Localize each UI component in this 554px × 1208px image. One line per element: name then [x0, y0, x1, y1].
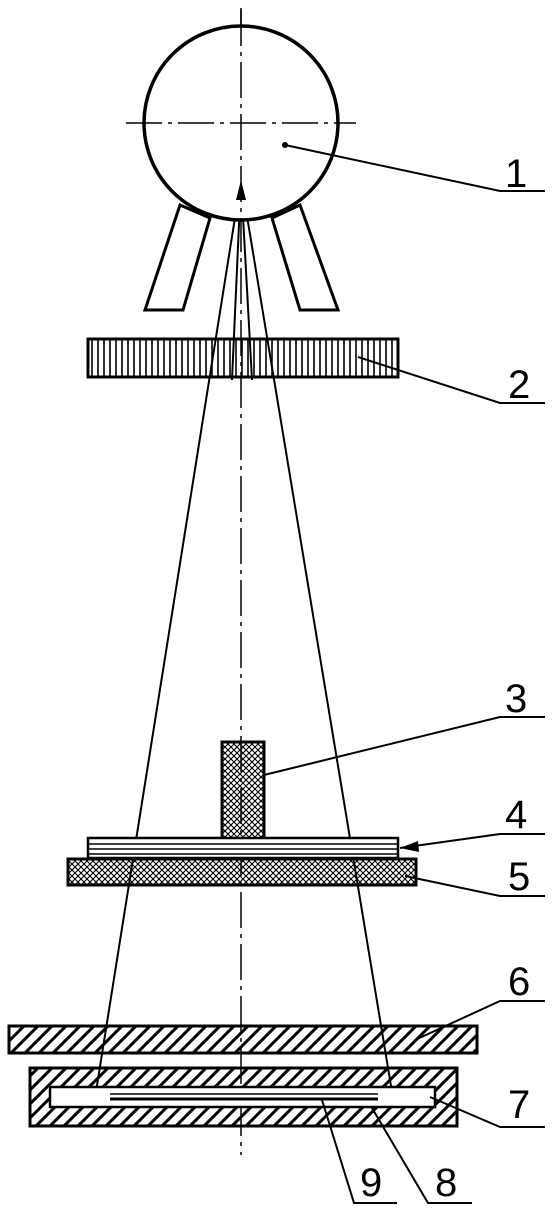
- specimen-column: [220, 740, 266, 841]
- callout-4: 4: [399, 793, 545, 852]
- label-4: 4: [505, 793, 527, 837]
- label-5: 5: [508, 855, 530, 899]
- label-7: 7: [508, 1083, 530, 1127]
- label-1: 1: [505, 152, 527, 196]
- source-stand-right: [270, 202, 341, 312]
- focal-spot-marker: [236, 180, 246, 200]
- cassette: [28, 1066, 459, 1128]
- callout-5: 5: [404, 855, 545, 899]
- label-3: 3: [505, 677, 527, 721]
- shield-plate: [7, 1024, 479, 1055]
- label-8: 8: [435, 1161, 457, 1205]
- label-2: 2: [508, 363, 530, 407]
- xray-source: [126, 10, 356, 312]
- callout-2: 2: [357, 356, 545, 407]
- callout-8: 8: [371, 1107, 472, 1205]
- beam-right-line: [240, 179, 394, 1099]
- base-plate: [66, 857, 418, 887]
- callout-7: 7: [429, 1083, 545, 1128]
- label-6: 6: [508, 960, 530, 1004]
- filter-plate: [86, 337, 400, 379]
- callout-1: 1: [284, 144, 545, 196]
- callout-3: 3: [263, 677, 545, 776]
- callout-6: 6: [414, 960, 545, 1041]
- label-9: 9: [360, 1161, 382, 1205]
- layer-stack: [86, 836, 400, 860]
- source-stand-left: [142, 202, 212, 312]
- beam-left-line: [94, 179, 242, 1099]
- callout-9: 9: [321, 1099, 397, 1205]
